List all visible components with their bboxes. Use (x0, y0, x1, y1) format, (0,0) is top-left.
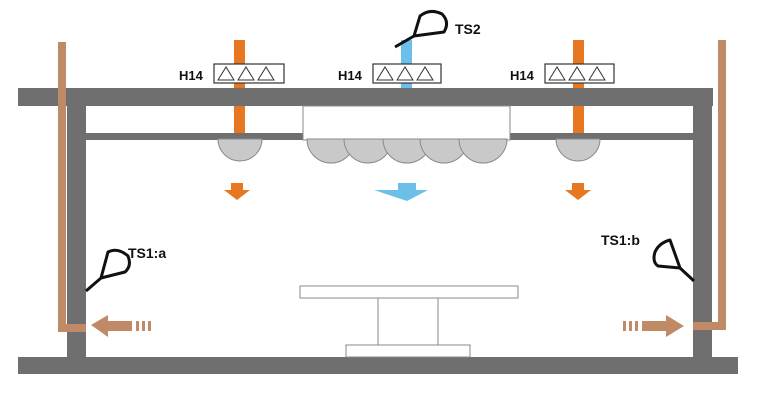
sensor-label-ts2: TS2 (455, 21, 481, 37)
table-column (377, 297, 439, 346)
sensor-icon-ts1b (652, 238, 696, 283)
filter-label-center: H14 (338, 68, 363, 83)
sensor-label-ts1a: TS1:a (128, 245, 166, 261)
laminar-flow-plenum (302, 105, 511, 141)
diffuser-right (555, 138, 601, 162)
floor-slab (18, 357, 738, 374)
filter-label-right: H14 (510, 68, 535, 83)
return-arrow-right (623, 315, 684, 337)
hepa-filter-right (544, 63, 615, 84)
table-top (299, 285, 519, 299)
hepa-filter-left (213, 63, 285, 84)
operating-table (299, 285, 519, 358)
airflow-arrow-right (565, 183, 591, 200)
diffuser-left (217, 138, 263, 162)
exhaust-duct-left (58, 42, 86, 332)
sensor-icon-ts1a (85, 248, 131, 293)
right-wall (693, 88, 712, 360)
sensor-label-ts1b: TS1:b (601, 232, 640, 248)
diffuser-array-center (306, 138, 508, 164)
airflow-arrow-center (374, 183, 428, 201)
filter-label-left: H14 (179, 68, 204, 83)
roof-slab (18, 88, 713, 106)
table-base (345, 344, 471, 358)
diffuser-center-5 (458, 138, 508, 164)
return-arrow-left (91, 315, 151, 337)
sensor-icon-ts2 (394, 9, 449, 49)
exhaust-duct-right (693, 40, 726, 330)
airflow-arrow-left (224, 183, 250, 200)
hepa-filter-center (372, 63, 442, 84)
left-wall (67, 88, 86, 360)
